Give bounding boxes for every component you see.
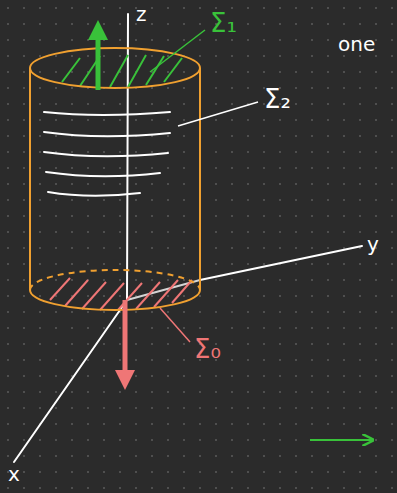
top-hatching xyxy=(62,55,182,87)
axis-or-surface-label: Σ₁ xyxy=(210,10,237,36)
note: one xyxy=(338,34,375,54)
axes xyxy=(14,14,362,462)
bottom-normal-arrow xyxy=(123,300,128,380)
cylinder-outline xyxy=(30,48,200,310)
green-arrow xyxy=(310,439,372,441)
side-hatching xyxy=(44,112,170,196)
axis-or-surface-label: x xyxy=(8,464,20,484)
axis-or-surface-label: z xyxy=(136,4,147,24)
leader-line xyxy=(178,102,258,126)
axis-or-surface-label: Σ₂ xyxy=(264,86,291,112)
leader-line xyxy=(150,30,205,72)
leader-line xyxy=(160,308,190,342)
axis-or-surface-label: y xyxy=(367,234,379,254)
axis-or-surface-label: Σ₀ xyxy=(194,336,221,362)
top-normal-arrow xyxy=(96,30,101,90)
